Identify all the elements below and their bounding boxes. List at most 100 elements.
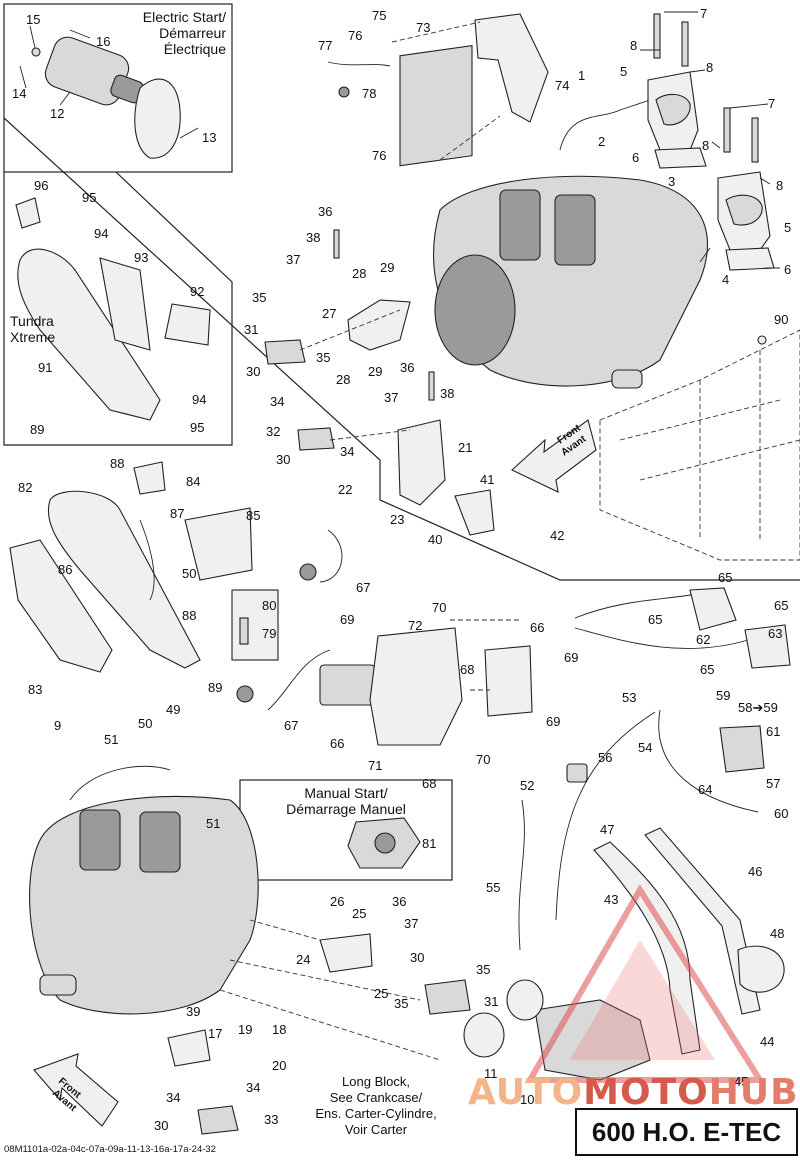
bracket-71 xyxy=(369,627,463,746)
crankshaft-lower xyxy=(39,974,77,996)
callout-37a: 37 xyxy=(286,252,300,267)
callout-28a: 28 xyxy=(352,266,366,281)
callout-76a: 76 xyxy=(348,28,362,43)
rubber-mount-31b xyxy=(424,979,471,1015)
belt-guard-main xyxy=(9,461,253,673)
callout-65a: 65 xyxy=(718,570,732,585)
callout-37b: 37 xyxy=(384,390,398,405)
callout-5b: 5 xyxy=(784,220,791,235)
tundra-belt-guard xyxy=(15,197,211,421)
callout-70a: 70 xyxy=(432,600,446,615)
mount-plate-a xyxy=(654,147,707,169)
rubber-mount-32 xyxy=(297,427,335,451)
callout-5a: 5 xyxy=(620,64,627,79)
callout-46: 46 xyxy=(748,864,762,879)
callout-48: 48 xyxy=(770,926,784,941)
callout-95b: 95 xyxy=(190,420,204,435)
bolt-7d xyxy=(751,117,759,163)
callout-50b: 50 xyxy=(138,716,152,731)
long-block-l4: Voir Carter xyxy=(345,1122,408,1137)
mount-plate-b xyxy=(725,247,775,271)
chassis-marker xyxy=(757,335,767,345)
rubber-mount-31 xyxy=(264,339,306,365)
cylinder-lower-a xyxy=(79,809,121,871)
callout-71: 71 xyxy=(368,758,382,773)
callout-84: 84 xyxy=(186,474,200,489)
plug-cap xyxy=(236,685,254,703)
front-arrows xyxy=(33,419,597,1127)
callout-85: 85 xyxy=(246,508,260,523)
mount-21 xyxy=(397,419,446,506)
callout-8d: 8 xyxy=(776,178,783,193)
callout-38a: 38 xyxy=(306,230,320,245)
bracket-41 xyxy=(454,489,495,536)
callout-68b: 68 xyxy=(422,776,436,791)
callout-7a: 7 xyxy=(700,6,707,21)
engine-upper xyxy=(433,99,709,389)
callout-66a: 66 xyxy=(530,620,544,635)
watermark-auto: AUTO xyxy=(468,1072,584,1113)
callout-36c: 36 xyxy=(392,894,406,909)
electronics-bracket xyxy=(369,619,533,746)
callout-27: 27 xyxy=(322,306,336,321)
engine-harness-lower xyxy=(69,765,171,801)
manual-start-group xyxy=(347,817,421,869)
callout-94a: 94 xyxy=(94,226,108,241)
bolt-36b xyxy=(428,371,435,401)
upper-section-divider xyxy=(3,117,800,581)
tundra-l2: Xtreme xyxy=(10,329,55,345)
filter-56 xyxy=(566,763,588,783)
engine-control-module xyxy=(399,45,473,167)
electric-start-l2: Démarreur xyxy=(159,25,226,41)
callout-69b: 69 xyxy=(564,650,578,665)
plug-boot xyxy=(299,563,317,581)
callout-6b: 6 xyxy=(784,262,791,277)
manual-start-l2: Démarrage Manuel xyxy=(286,801,406,817)
callout-36b: 36 xyxy=(400,360,414,375)
callout-89b: 89 xyxy=(208,680,222,695)
rubber-mount-a xyxy=(655,93,691,126)
rubber-mount-33 xyxy=(197,1105,239,1135)
electric-start-l3: Électrique xyxy=(164,41,226,57)
callout-24: 24 xyxy=(296,952,310,967)
line-60 xyxy=(658,709,759,813)
bracket-24 xyxy=(319,933,373,973)
callout-41: 41 xyxy=(480,472,494,487)
callout-76b: 76 xyxy=(372,148,386,163)
callout-30b: 30 xyxy=(276,452,290,467)
callout-89: 89 xyxy=(30,422,44,437)
belt-guard xyxy=(47,490,201,669)
callout-33: 33 xyxy=(264,1112,278,1127)
callout-86: 86 xyxy=(58,562,72,577)
inset-labels: Electric Start/ Démarreur Électrique Tun… xyxy=(10,9,589,1137)
callout-64: 64 xyxy=(698,782,712,797)
model-title: 600 H.O. E-TEC xyxy=(575,1108,798,1156)
gasket-48 xyxy=(737,945,785,993)
callout-25a: 25 xyxy=(352,906,366,921)
callout-82: 82 xyxy=(18,480,32,495)
callout-9: 9 xyxy=(54,718,61,733)
bracket-27 xyxy=(347,299,411,351)
callout-69c: 69 xyxy=(546,714,560,729)
callout-65d: 65 xyxy=(700,662,714,677)
cover-66 xyxy=(484,645,533,717)
rewind-hub xyxy=(374,832,396,854)
callout-13: 13 xyxy=(202,130,216,145)
spark-plug xyxy=(239,617,249,645)
watermark-triangle-outer xyxy=(524,884,766,1083)
callout-43: 43 xyxy=(604,892,618,907)
callout-69a: 69 xyxy=(340,612,354,627)
callout-59: 59 xyxy=(716,688,730,703)
callout-23: 23 xyxy=(390,512,404,527)
callout-numbers: 15 16 14 12 13 75 73 76 77 78 74 76 7 8 … xyxy=(12,6,791,1133)
oil-lines-group xyxy=(518,587,791,951)
electric-start-frame xyxy=(3,3,233,173)
callout-56: 56 xyxy=(598,750,612,765)
callout-26: 26 xyxy=(330,894,344,909)
callout-1: 1 xyxy=(578,68,585,83)
callout-35c: 35 xyxy=(476,962,490,977)
starter-bracket xyxy=(134,78,181,159)
callout-31a: 31 xyxy=(244,322,258,337)
callout-94b: 94 xyxy=(192,392,206,407)
